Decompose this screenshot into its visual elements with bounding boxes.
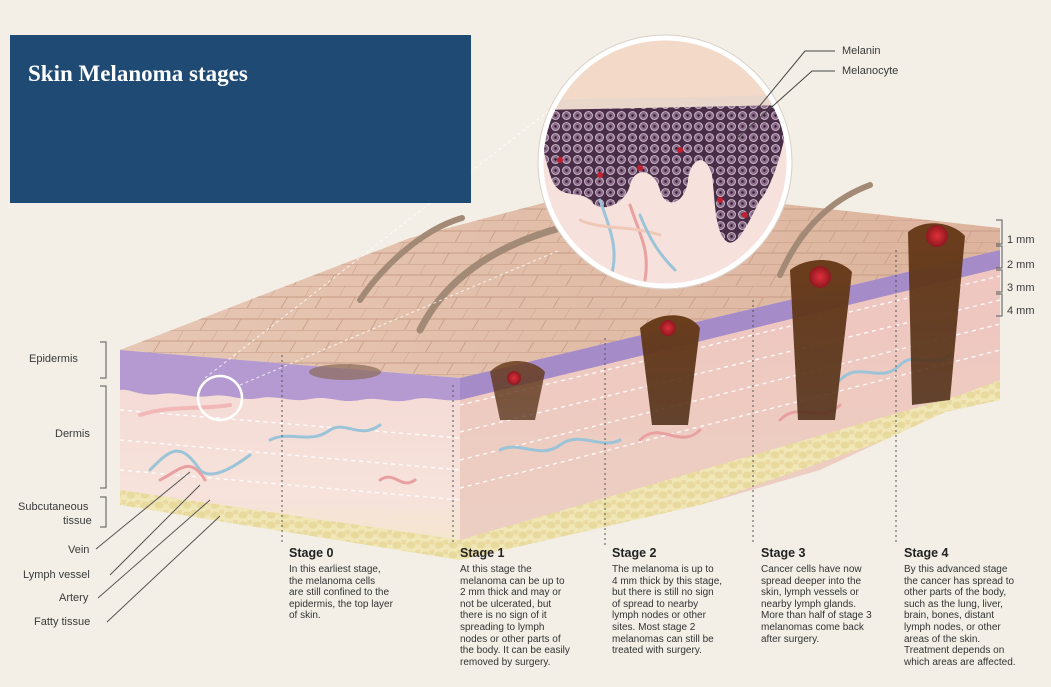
page-title: Skin Melanoma stages [28,61,248,87]
stage-1-title: Stage 1 [460,546,610,560]
label-subcutaneous-tissue: tissue [63,514,92,528]
stage-3-title: Stage 3 [761,546,911,560]
label-epidermis: Epidermis [29,352,78,366]
label-fatty-tissue: Fatty tissue [34,615,90,629]
stage-0-title: Stage 0 [289,546,439,560]
label-artery: Artery [59,591,88,605]
label-lymph-vessel: Lymph vessel [23,568,90,582]
stage-4-title: Stage 4 [904,546,1044,560]
label-vein: Vein [68,543,89,557]
depth-3mm: 3 mm [1007,281,1035,295]
label-melanin: Melanin [842,44,881,58]
depth-4mm: 4 mm [1007,304,1035,318]
stage-0-text: In this earliest stage,the melanoma cell… [289,564,439,622]
depth-1mm: 1 mm [1007,233,1035,247]
label-subcutaneous: Subcutaneous [18,500,88,514]
label-melanocyte: Melanocyte [842,64,898,78]
stage-2-title: Stage 2 [612,546,762,560]
label-dermis: Dermis [55,427,90,441]
depth-2mm: 2 mm [1007,258,1035,272]
stage-0-caption: Stage 0 In this earliest stage,the melan… [289,546,439,622]
